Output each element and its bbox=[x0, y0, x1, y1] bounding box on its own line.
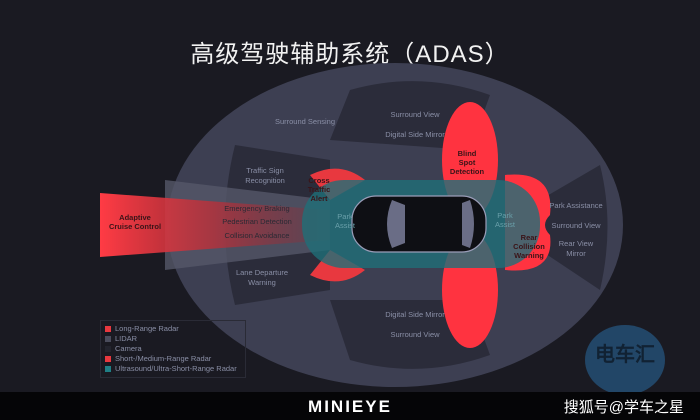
label-surround-view-right: Surround View bbox=[551, 221, 601, 230]
label-rear-view-mirror-2: Mirror bbox=[566, 249, 586, 258]
label-traffic-sign-1: Traffic Sign bbox=[246, 166, 284, 175]
label-digital-side-mirror-top: Digital Side Mirror bbox=[385, 130, 445, 139]
legend-swatch bbox=[105, 346, 111, 352]
source-credit: 搜狐号@学车之星 bbox=[563, 399, 684, 416]
legend-label: Long-Range Radar bbox=[115, 324, 179, 333]
label-blind-spot-3: Detection bbox=[450, 167, 485, 176]
legend-swatch bbox=[105, 356, 111, 362]
label-blind-spot-2: Spot bbox=[459, 158, 476, 167]
label-cross-traffic-1: Cross bbox=[308, 176, 329, 185]
footer-bar: MINIEYE 搜狐号@学车之星 bbox=[0, 392, 700, 420]
long-range-radar-beam bbox=[100, 193, 330, 257]
label-adaptive-cruise-1: Adaptive bbox=[119, 213, 151, 222]
label-surround-view-bottom: Surround View bbox=[390, 330, 440, 339]
legend-label: Camera bbox=[115, 344, 142, 353]
label-rear-collision-1: Rear bbox=[521, 233, 538, 242]
label-surround-view-top: Surround View bbox=[390, 110, 440, 119]
legend-label: LIDAR bbox=[115, 334, 138, 343]
label-park-assistance: Park Assistance bbox=[549, 201, 602, 210]
label-park-assist-front-2: Assist bbox=[335, 221, 356, 230]
label-lane-departure-2: Warning bbox=[248, 278, 276, 287]
watermark-logo: 电车汇 bbox=[585, 325, 665, 395]
page-title: 高级驾驶辅助系统（ADAS） bbox=[190, 41, 510, 68]
camera-sector-rear bbox=[540, 165, 608, 290]
label-emergency-braking: Emergency Braking bbox=[224, 204, 289, 213]
label-cross-traffic-3: Alert bbox=[310, 194, 328, 203]
legend: Long-Range Radar LIDAR Camera Short-/Med… bbox=[100, 320, 246, 378]
label-park-assist-rear-1: Park bbox=[497, 211, 513, 220]
legend-label: Ultrasound/Ultra-Short-Range Radar bbox=[115, 364, 237, 373]
label-traffic-sign-2: Recognition bbox=[245, 176, 285, 185]
legend-item: Camera bbox=[105, 344, 241, 354]
label-pedestrian-detection: Pedestrian Detection bbox=[222, 217, 292, 226]
brand-logo: MINIEYE bbox=[308, 397, 392, 416]
label-collision-avoidance: Collision Avoidance bbox=[225, 231, 290, 240]
label-park-assist-rear-2: Assist bbox=[495, 220, 516, 229]
car-windshield bbox=[387, 200, 405, 248]
label-surround-sensing: Surround Sensing bbox=[275, 117, 335, 126]
legend-item: Long-Range Radar bbox=[105, 324, 241, 334]
legend-label: Short-/Medium-Range Radar bbox=[115, 354, 212, 363]
diagram-labels: Surround Sensing Surround View Digital S… bbox=[109, 110, 603, 339]
label-lane-departure-1: Lane Departure bbox=[236, 268, 288, 277]
legend-item: Short-/Medium-Range Radar bbox=[105, 354, 241, 364]
label-digital-side-mirror-bottom: Digital Side Mirror bbox=[385, 310, 445, 319]
legend-swatch bbox=[105, 336, 111, 342]
label-adaptive-cruise-2: Cruise Control bbox=[109, 222, 161, 231]
label-park-assist-front-1: Park bbox=[337, 212, 353, 221]
car-body bbox=[351, 195, 487, 253]
label-cross-traffic-2: Traffic bbox=[308, 185, 331, 194]
legend-swatch bbox=[105, 326, 111, 332]
legend-swatch bbox=[105, 366, 111, 372]
label-rear-collision-2: Collision bbox=[513, 242, 545, 251]
legend-item: Ultrasound/Ultra-Short-Range Radar bbox=[105, 364, 241, 374]
car-rear-window bbox=[462, 200, 474, 248]
legend-item: LIDAR bbox=[105, 334, 241, 344]
label-rear-collision-3: Warning bbox=[514, 251, 544, 260]
label-rear-view-mirror-1: Rear View bbox=[559, 239, 594, 248]
label-blind-spot-1: Blind bbox=[458, 149, 477, 158]
